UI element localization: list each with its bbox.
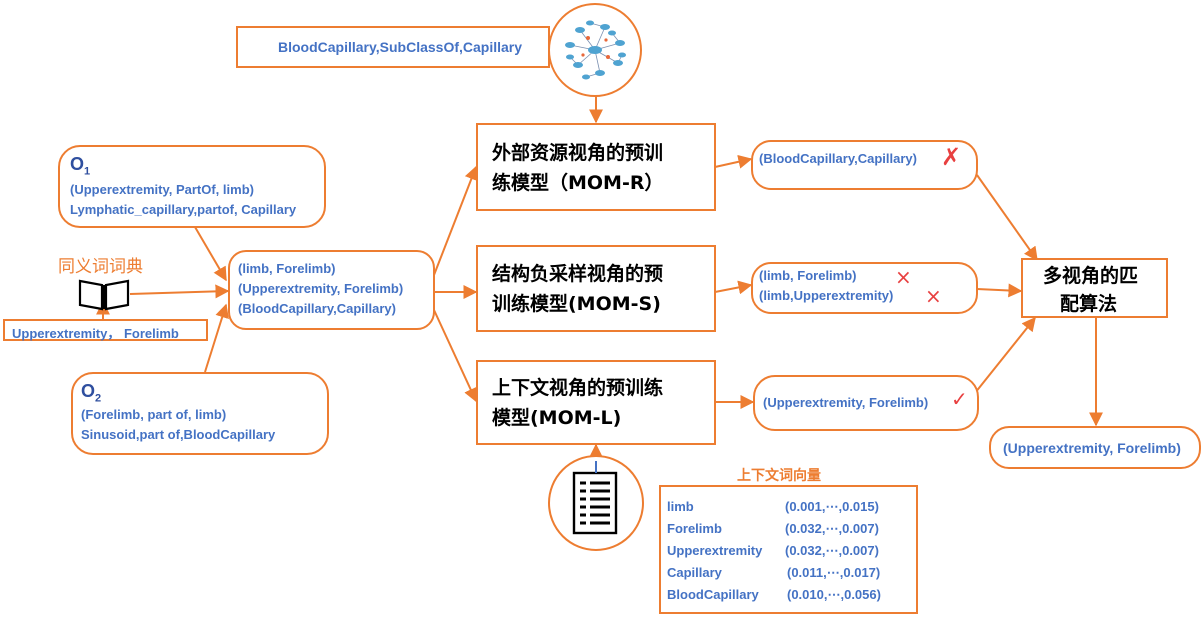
arrow-candidates-to-mom-l xyxy=(433,309,478,403)
matching-line-1: 多视角的匹 xyxy=(1043,265,1139,287)
arrow-candidates-to-mom-r xyxy=(433,165,478,276)
arrow-book-to-candidates xyxy=(129,284,230,299)
context-vector-title: 上下文词向量 xyxy=(737,468,821,484)
candidate-1: (limb, Forelimb) xyxy=(238,261,336,276)
o1-title: O1 xyxy=(70,154,91,178)
vector-term: Upperextremity xyxy=(667,543,763,558)
top-triple-text: BloodCapillary,SubClassOf,Capillary xyxy=(278,39,523,55)
model-mom-s-box: 结构负采样视角的预 训练模型(MOM-S) xyxy=(476,245,716,332)
arrow-o1-to-candidates xyxy=(194,226,227,282)
ontology-o2-box: O2 (Forelimb, part of, limb) Sinusoid,pa… xyxy=(71,372,329,455)
result-s-cross-icon-1: × xyxy=(895,265,912,289)
result-l-text: (Upperextremity, Forelimb) xyxy=(763,395,929,410)
mom-l-line-2: 模型(MOM-L) xyxy=(492,407,622,429)
mom-r-line-1: 外部资源视角的预训 xyxy=(492,142,664,164)
context-vector-table: limb (0.001,⋯,0.015) Forelimb (0.032,⋯,0… xyxy=(659,485,918,614)
ontology-o1-box: O1 (Upperextremity, PartOf, limb) Lympha… xyxy=(58,145,326,228)
dictionary-label: 同义词词典 xyxy=(58,257,143,277)
result-s-line-1: (limb, Forelimb) xyxy=(759,268,857,283)
book-icon xyxy=(77,277,131,311)
o2-line-1: (Forelimb, part of, limb) xyxy=(81,407,227,422)
vector-values: (0.001,⋯,0.015) xyxy=(785,499,879,514)
result-mom-s-box: (limb, Forelimb) × (limb,Upperextremity)… xyxy=(751,262,978,314)
matching-line-2: 配算法 xyxy=(1060,293,1118,315)
arrow-mom-r-to-result xyxy=(714,154,753,169)
final-result-box: (Upperextremity, Forelimb) xyxy=(989,426,1201,469)
mom-l-line-1: 上下文视角的预训练 xyxy=(492,377,664,399)
mom-s-line-1: 结构负采样视角的预 xyxy=(492,263,664,285)
result-mom-r-box: (BloodCapillary,Capillary) ✗ xyxy=(751,140,978,190)
vector-term: Capillary xyxy=(667,565,722,580)
o2-line-2: Sinusoid,part of,BloodCapillary xyxy=(81,427,276,442)
arrow-result-s-to-matching xyxy=(976,283,1023,298)
model-mom-r-box: 外部资源视角的预训 练模型（MOM-R） xyxy=(476,123,716,211)
mom-s-line-2: 训练模型(MOM-S) xyxy=(492,293,661,315)
dictionary-entry-box: Upperextremity， Forelimb xyxy=(3,319,208,341)
candidate-pairs-box: (limb, Forelimb) (Upperextremity, Foreli… xyxy=(228,250,435,330)
knowledge-graph-icon xyxy=(548,3,642,97)
model-mom-l-box: 上下文视角的预训练 模型(MOM-L) xyxy=(476,360,716,445)
vector-values: (0.032,⋯,0.007) xyxy=(785,543,879,558)
vector-term: Forelimb xyxy=(667,521,722,536)
result-l-check-icon: ✓ xyxy=(951,387,968,411)
result-r-text: (BloodCapillary,Capillary) xyxy=(759,151,917,166)
candidate-3: (BloodCapillary,Capillary) xyxy=(238,301,396,316)
arrow-result-r-to-matching xyxy=(976,174,1038,262)
o1-line-1: (Upperextremity, PartOf, limb) xyxy=(70,182,254,197)
result-mom-l-box: (Upperextremity, Forelimb) ✓ xyxy=(753,375,979,431)
vector-values: (0.010,⋯,0.056) xyxy=(787,587,881,602)
vector-values: (0.032,⋯,0.007) xyxy=(785,521,879,536)
result-r-cross-icon: ✗ xyxy=(941,143,962,171)
o2-title: O2 xyxy=(81,381,102,405)
vector-values: (0.011,⋯,0.017) xyxy=(787,565,881,580)
arrow-o2-to-candidates xyxy=(204,303,229,373)
result-s-line-2: (limb,Upperextremity) xyxy=(759,288,894,303)
vector-term: limb xyxy=(667,499,694,514)
document-icon xyxy=(548,455,644,551)
final-result-text: (Upperextremity, Forelimb) xyxy=(1003,440,1181,456)
dictionary-entry-text: Upperextremity， Forelimb xyxy=(12,326,179,341)
mom-r-line-2: 练模型（MOM-R） xyxy=(492,172,664,194)
arrow-mom-s-to-result xyxy=(714,280,753,295)
candidate-2: (Upperextremity, Forelimb) xyxy=(238,281,404,296)
result-s-cross-icon-2: × xyxy=(925,284,942,308)
o1-line-2: Lymphatic_capillary,partof, Capillary xyxy=(70,202,297,217)
top-triple-box: BloodCapillary,SubClassOf,Capillary xyxy=(236,26,550,68)
matching-algorithm-box: 多视角的匹 配算法 xyxy=(1021,258,1168,318)
arrow-result-l-to-matching xyxy=(966,316,1036,404)
vector-term: BloodCapillary xyxy=(667,587,759,602)
